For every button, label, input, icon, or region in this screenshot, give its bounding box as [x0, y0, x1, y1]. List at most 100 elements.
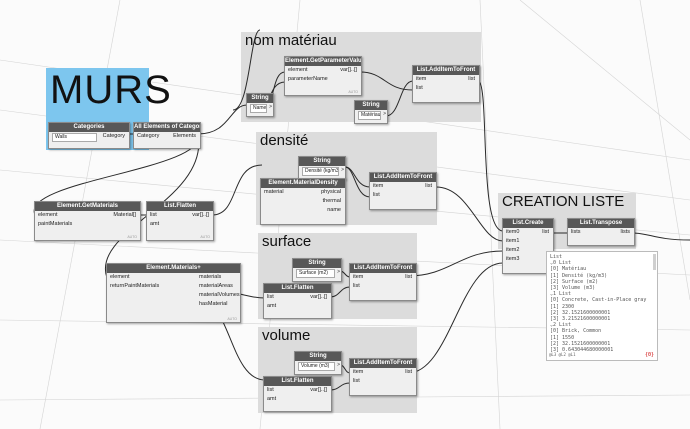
node-string-name[interactable]: String Name > — [246, 93, 274, 117]
watch-line: [2] Surface (m2) — [550, 278, 599, 285]
input-port[interactable]: amt — [267, 396, 277, 402]
node-element-materials-plus[interactable]: Element.Materials+ element materials ret… — [106, 263, 241, 323]
node-get-materials[interactable]: Element.GetMaterials element Material[] … — [34, 201, 141, 241]
input-port[interactable]: lists — [571, 229, 581, 235]
watch-line: [3] 0.643044680000001 — [550, 347, 614, 354]
group-title-murs: MURS — [50, 68, 172, 112]
input-port[interactable]: item — [373, 183, 384, 189]
node-list-transpose[interactable]: List.Transpose lists lists — [567, 218, 635, 246]
watch-line: ⌄1 List — [550, 291, 572, 298]
string-input[interactable]: Densité (kg/m3) — [302, 167, 339, 176]
watch-scrollbar[interactable] — [653, 254, 656, 270]
node-title: List.Create — [503, 219, 553, 228]
input-port[interactable]: item — [353, 274, 364, 280]
node-string-densite[interactable]: String Densité (kg/m3) > — [298, 156, 346, 180]
output-port[interactable]: materialAreas — [199, 283, 233, 289]
input-port[interactable]: list — [416, 85, 423, 91]
output-arrow-icon[interactable]: > — [383, 111, 386, 117]
output-port[interactable]: lists — [620, 229, 630, 235]
output-port[interactable]: var[]..[] — [310, 294, 327, 300]
input-port[interactable]: item2 — [506, 247, 520, 253]
category-dropdown[interactable]: Walls — [52, 133, 97, 142]
input-port[interactable]: parameterName — [288, 76, 328, 82]
output-port[interactable]: physical — [321, 189, 341, 195]
input-port[interactable]: returnPaintMaterials — [110, 283, 160, 289]
output-port[interactable]: var[]..[] — [340, 67, 357, 73]
output-port[interactable]: Material[] — [113, 212, 136, 218]
input-port[interactable]: paintMaterials — [38, 221, 73, 227]
input-port[interactable]: element — [38, 212, 58, 218]
node-add-item-to-front-1[interactable]: List.AddItemToFront item list list — [412, 65, 480, 103]
output-arrow-icon[interactable]: > — [337, 269, 340, 275]
input-port[interactable]: item — [416, 76, 427, 82]
node-row: amt — [264, 395, 331, 404]
node-row: Category Elements — [134, 132, 200, 141]
node-add-item-to-front-2[interactable]: List.AddItemToFront item list list — [369, 172, 437, 210]
output-port[interactable]: list — [468, 76, 475, 82]
node-categories[interactable]: Categories Walls Category — [48, 122, 130, 149]
output-port[interactable]: hasMaterial — [199, 301, 228, 307]
node-all-elements-of-category[interactable]: All Elements of Category Category Elemen… — [133, 122, 201, 149]
input-port[interactable]: Category — [137, 133, 160, 139]
node-material-density[interactable]: Element.MaterialDensity material physica… — [260, 178, 346, 225]
output-port[interactable]: Elements — [173, 133, 196, 139]
node-get-parameter-value-by-name[interactable]: Element.GetParameterValueByName element … — [284, 56, 362, 96]
node-row: paintMaterials — [35, 220, 140, 229]
node-string-materiau[interactable]: String Matériau > — [354, 100, 388, 124]
node-list-flatten-2[interactable]: List.Flatten list var[]..[] amt — [263, 283, 332, 319]
node-list-flatten-3[interactable]: List.Flatten list var[]..[] amt — [263, 376, 332, 412]
output-port[interactable]: list — [405, 369, 412, 375]
string-input[interactable]: Volume (m3) — [298, 362, 335, 371]
node-footer: AUTO — [127, 235, 137, 239]
output-arrow-icon[interactable]: > — [269, 104, 272, 110]
string-input[interactable]: Surface (m2) — [296, 269, 335, 278]
input-port[interactable]: list — [267, 294, 274, 300]
node-row: item list — [350, 368, 416, 377]
string-input[interactable]: Matériau — [358, 111, 381, 120]
node-add-item-to-front-4[interactable]: List.AddItemToFront item list list — [349, 358, 417, 396]
input-port[interactable]: list — [267, 387, 274, 393]
output-port[interactable]: materials — [199, 274, 222, 280]
node-row: amt — [264, 302, 331, 311]
input-port[interactable]: item3 — [506, 256, 520, 262]
input-port[interactable]: item — [353, 369, 364, 375]
string-input[interactable]: Name — [250, 104, 267, 113]
output-arrow-icon[interactable]: > — [337, 362, 340, 368]
watch-preview-bubble[interactable]: List ⌄0 List [0] Matériau [1] Densité (k… — [546, 251, 658, 361]
output-port[interactable]: thermal — [322, 198, 341, 204]
input-port[interactable]: element — [110, 274, 130, 280]
input-port[interactable]: list — [353, 378, 360, 384]
output-arrow-icon[interactable]: > — [341, 167, 344, 173]
node-list-create[interactable]: List.Create item0 list item1 item2 item3 — [502, 218, 554, 274]
output-port[interactable]: materialVolumes — [199, 292, 240, 298]
node-row: element Material[] — [35, 211, 140, 220]
node-list-flatten-1[interactable]: List.Flatten list var[]..[] amt AUTO — [146, 201, 214, 241]
node-string-surface[interactable]: String Surface (m2) > — [292, 258, 342, 282]
group-title-creation-liste: CREATION LISTE — [502, 193, 625, 210]
watch-lines: List ⌄0 List [0] Matériau [1] Densité (k… — [547, 252, 657, 355]
input-port[interactable]: material — [264, 189, 284, 195]
output-port[interactable]: var[]..[] — [310, 387, 327, 393]
node-add-item-to-front-3[interactable]: List.AddItemToFront item list list — [349, 263, 417, 301]
output-port[interactable]: name — [327, 207, 341, 213]
input-port[interactable]: element — [288, 67, 308, 73]
output-port[interactable]: var[]..[] — [192, 212, 209, 218]
node-row: list var[]..[] — [264, 386, 331, 395]
output-port[interactable]: Category — [102, 133, 125, 139]
input-port[interactable]: item0 — [506, 229, 520, 235]
output-port[interactable]: list — [425, 183, 432, 189]
input-port[interactable]: list — [373, 192, 380, 198]
node-title: List.Flatten — [264, 377, 331, 386]
input-port[interactable]: list — [353, 283, 360, 289]
input-port[interactable]: list — [150, 212, 157, 218]
input-port[interactable]: amt — [150, 221, 160, 227]
input-port[interactable]: amt — [267, 303, 277, 309]
input-port[interactable]: item1 — [506, 238, 520, 244]
node-string-volume[interactable]: String Volume (m3) > — [294, 351, 342, 375]
output-port[interactable]: list — [405, 274, 412, 280]
node-row: element var[]..[] — [285, 66, 361, 75]
watch-levels[interactable]: @L3 @L2 @L1 — [549, 351, 576, 357]
output-port[interactable]: list — [542, 229, 549, 235]
node-title: Element.GetParameterValueByName — [285, 57, 361, 66]
